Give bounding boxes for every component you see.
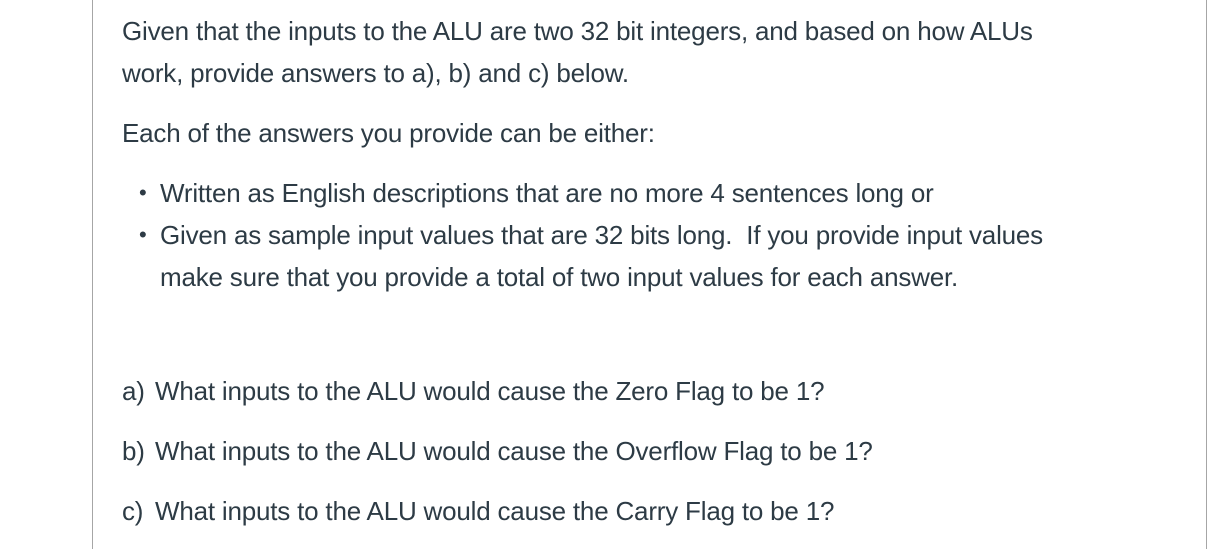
intro-paragraph: Given that the inputs to the ALU are two… (122, 10, 1192, 94)
right-border-line (1206, 0, 1207, 549)
question-b-text: What inputs to the ALU would cause the O… (155, 436, 873, 466)
question-b-label: b) (122, 436, 145, 466)
bullet-1-text: Written as English descriptions that are… (160, 178, 934, 208)
bullet-2-line-1: Given as sample input values that are 32… (160, 220, 1043, 250)
question-a: a) What inputs to the ALU would cause th… (122, 370, 1192, 412)
question-list: a) What inputs to the ALU would cause th… (122, 370, 1192, 532)
list-item: Written as English descriptions that are… (122, 172, 1192, 214)
question-body: Given that the inputs to the ALU are two… (122, 10, 1192, 532)
answer-format-list: Written as English descriptions that are… (122, 172, 1192, 298)
intro-line-2: work, provide answers to a), b) and c) b… (122, 58, 629, 88)
bullet-2-line-2: make sure that you provide a total of tw… (160, 262, 959, 292)
question-a-label: a) (122, 376, 145, 406)
list-item: Given as sample input values that are 32… (122, 214, 1192, 298)
answer-options-intro: Each of the answers you provide can be e… (122, 118, 655, 148)
intro-line-1: Given that the inputs to the ALU are two… (122, 16, 1033, 46)
question-a-text: What inputs to the ALU would cause the Z… (155, 376, 825, 406)
question-b: b) What inputs to the ALU would cause th… (122, 430, 1192, 472)
question-c: c) What inputs to the ALU would cause th… (122, 490, 1192, 532)
question-c-label: c) (122, 496, 144, 526)
question-c-text: What inputs to the ALU would cause the C… (155, 496, 835, 526)
left-border-line (92, 0, 93, 549)
